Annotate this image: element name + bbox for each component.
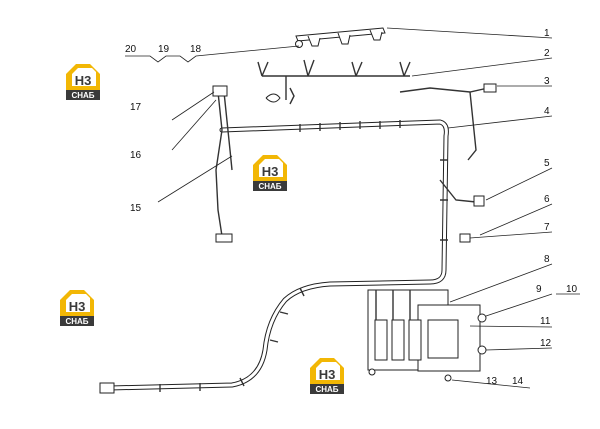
callout-16: 16 [130,150,142,161]
main-harness [99,119,449,394]
callout-15: 15 [130,203,142,214]
logo-mark: H3 [319,367,336,382]
callout-19: 19 [158,44,170,55]
callout-labels: 1 2 3 4 5 6 7 8 9 10 11 12 13 14 15 16 1… [125,28,578,387]
callout-13: 13 [486,376,498,387]
logo-mark: H3 [262,164,279,179]
callout-17: 17 [130,102,142,113]
logo-caption: СНАБ [65,317,88,326]
logo-caption: СНАБ [315,385,338,394]
callout-2: 2 [544,48,550,59]
logo-caption: СНАБ [71,91,94,100]
callout-8: 8 [544,254,550,265]
logo-mark: H3 [69,299,86,314]
callout-3: 3 [544,76,550,87]
callout-10: 10 [566,284,578,295]
callout-4: 4 [544,106,550,117]
callout-20: 20 [125,44,137,55]
ecu-assembly [367,289,487,382]
callout-1: 1 [544,28,550,39]
harness-branch [257,59,411,105]
leader-lines [125,27,580,389]
logo-mark: H3 [75,73,92,88]
callout-18: 18 [190,44,202,55]
logo-center-top: H3 СНАБ [253,155,287,191]
left-branch [212,85,281,243]
callout-9: 9 [536,284,542,295]
logo-top-left: H3 СНАБ [66,64,100,100]
injector-rail [295,27,386,48]
callout-12: 12 [540,338,552,349]
logo-left-middle: H3 СНАБ [60,290,94,326]
callout-5: 5 [544,158,550,169]
callout-11: 11 [540,316,551,327]
logo-bottom-center: H3 СНАБ [310,358,344,394]
callout-6: 6 [544,194,550,205]
callout-14: 14 [512,376,524,387]
callout-7: 7 [544,222,550,233]
logo-caption: СНАБ [258,182,281,191]
